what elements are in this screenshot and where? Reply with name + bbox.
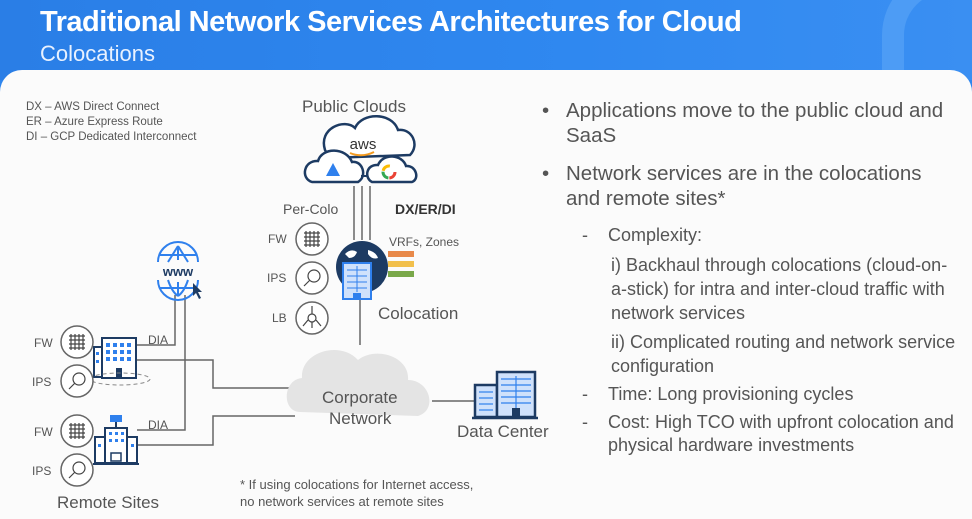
site2-ips-label: IPS xyxy=(32,464,52,478)
time-text: Time: Long provisioning cycles xyxy=(608,383,854,404)
cursor-icon xyxy=(193,283,202,299)
data-center-label: Data Center xyxy=(457,422,549,441)
vrf-bar-green xyxy=(388,271,414,277)
legend-item-er: ER – Azure Express Route xyxy=(26,116,163,128)
bullet-network-services: Network services are in the colocations … xyxy=(540,161,960,211)
dash-marker: - xyxy=(582,412,588,432)
slide-subtitle: Colocations xyxy=(40,41,155,66)
complexity-text: Complexity: xyxy=(608,225,703,245)
abbreviation-legend: DX – AWS Direct Connect ER – Azure Expre… xyxy=(26,100,196,145)
site2-firewall-icon xyxy=(60,414,94,448)
dia-label-1: DIA xyxy=(148,333,169,347)
site1-ips-icon xyxy=(60,364,94,398)
link-dia-site1 xyxy=(137,295,176,346)
site2-fw-label: FW xyxy=(34,425,53,439)
corporate-network-label-line1: Corporate xyxy=(322,388,398,407)
connection-lines xyxy=(137,186,475,446)
cost-text: Cost: High TCO with upfront colocation a… xyxy=(608,412,954,455)
link-site2-corp xyxy=(137,415,295,446)
sub-bullet-time: -Time: Long provisioning cycles xyxy=(540,383,960,406)
slide-header: Traditional Network Services Architectur… xyxy=(0,0,972,120)
link-site1-corp xyxy=(137,359,295,389)
site1-firewall-icon xyxy=(60,325,94,359)
colocation-icon xyxy=(336,241,414,300)
public-clouds-label: Public Clouds xyxy=(302,97,406,116)
site2-ips-icon xyxy=(60,453,94,487)
colo-ips-label: IPS xyxy=(267,271,287,285)
colocation-label: Colocation xyxy=(378,304,459,323)
data-center-icon xyxy=(472,370,538,420)
site1-ips-label: IPS xyxy=(32,375,52,389)
vrfs-zones-label: VRFs, Zones xyxy=(389,235,460,249)
bullet-list: Applications move to the public cloud an… xyxy=(540,98,960,462)
corporate-network-cloud xyxy=(286,349,430,416)
per-colo-label: Per-Colo xyxy=(283,201,339,217)
colo-fw-label: FW xyxy=(268,232,287,246)
www-text: www xyxy=(162,264,194,279)
dx-er-di-label: DX/ER/DI xyxy=(395,201,456,217)
dash-marker: - xyxy=(582,383,588,404)
bullet-applications: Applications move to the public cloud an… xyxy=(540,98,960,148)
sub-bullet-cost: -Cost: High TCO with upfront colocation … xyxy=(540,411,960,456)
footnote-line1: * If using colocations for Internet acce… xyxy=(240,477,474,492)
remote-sites-label: Remote Sites xyxy=(57,493,160,512)
dia-label-2: DIA xyxy=(148,418,169,432)
site1-fw-label: FW xyxy=(34,336,53,350)
colo-service-icons xyxy=(295,222,329,335)
sub-bullet-complexity: -Complexity: xyxy=(540,224,960,247)
vrf-bar-orange xyxy=(388,251,414,257)
complexity-item-i: i) Backhaul through colocations (cloud-o… xyxy=(611,254,948,323)
slide-title: Traditional Network Services Architectur… xyxy=(40,6,742,38)
link-dia-site2 xyxy=(137,295,186,431)
legend-item-di: DI – GCP Dedicated Interconnect xyxy=(26,131,197,143)
public-clouds-icon: aws xyxy=(303,115,418,184)
vrf-bar-yellow xyxy=(388,261,414,267)
colo-lb-label: LB xyxy=(272,311,287,325)
remote-site-2-building-icon xyxy=(93,415,139,465)
corporate-network-label-line2: Network xyxy=(329,409,392,428)
complexity-item-ii: ii) Complicated routing and network serv… xyxy=(611,331,956,376)
dash-marker: - xyxy=(582,225,588,245)
colo-firewall-icon xyxy=(295,222,329,256)
colo-ips-icon xyxy=(295,261,329,295)
svg-text:aws: aws xyxy=(350,136,377,153)
colo-lb-icon xyxy=(295,301,329,335)
footnote-line2: no network services at remote sites xyxy=(240,494,444,509)
legend-item-dx: DX – AWS Direct Connect xyxy=(26,101,160,113)
remote-site-1-building-icon xyxy=(89,337,151,386)
www-internet-icon xyxy=(157,241,199,301)
